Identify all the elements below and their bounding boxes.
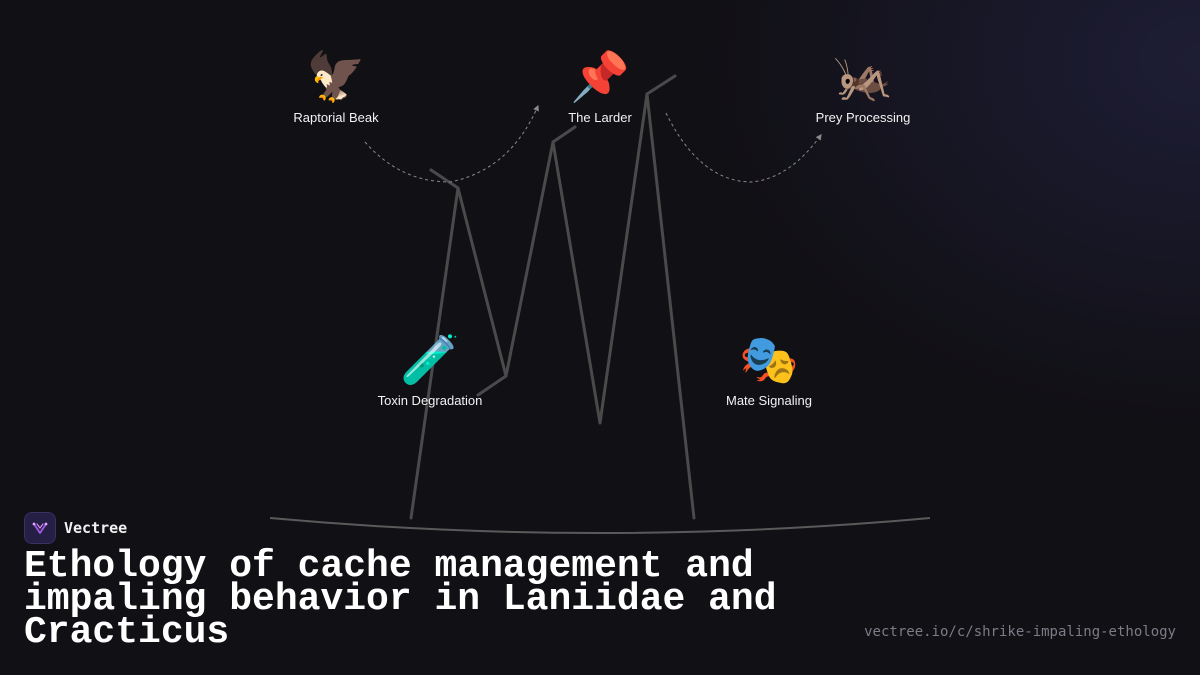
branch-zigzag (409, 92, 696, 520)
cricket-icon: 🦗 (833, 51, 893, 104)
twig-mid (551, 125, 577, 144)
source-url: vectree.io/c/shrike-impaling-ethology (864, 624, 1176, 640)
brand: Vectree (24, 512, 127, 544)
vectree-logo-icon (24, 512, 56, 544)
node-the-larder: 📌 The Larder (500, 50, 700, 125)
dashed-arrow-right (665, 112, 822, 183)
node-label: Prey Processing (815, 110, 911, 125)
node-toxin-degradation: 🧪 Toxin Degradation (330, 333, 530, 408)
twig-left (429, 168, 460, 190)
theater-masks-icon: 🎭 (739, 334, 799, 387)
node-label: Raptorial Beak (293, 110, 379, 125)
pushpin-icon: 📌 (570, 51, 630, 104)
node-label: The Larder (568, 110, 632, 125)
node-mate-signaling: 🎭 Mate Signaling (669, 333, 869, 408)
brand-name: Vectree (64, 519, 128, 537)
node-raptorial-beak: 🦅 Raptorial Beak (236, 50, 436, 125)
twig-low (476, 374, 508, 397)
node-label: Toxin Degradation (377, 393, 483, 408)
node-prey-processing: 🦗 Prey Processing (763, 50, 963, 125)
eagle-icon: 🦅 (306, 51, 366, 104)
node-label: Mate Signaling (726, 393, 812, 408)
dashed-arrow-left (364, 104, 539, 183)
page-title: Ethology of cache management and impalin… (24, 545, 777, 654)
ground-curve (269, 517, 931, 534)
test-tube-icon: 🧪 (400, 334, 460, 387)
twig-top (645, 74, 677, 96)
